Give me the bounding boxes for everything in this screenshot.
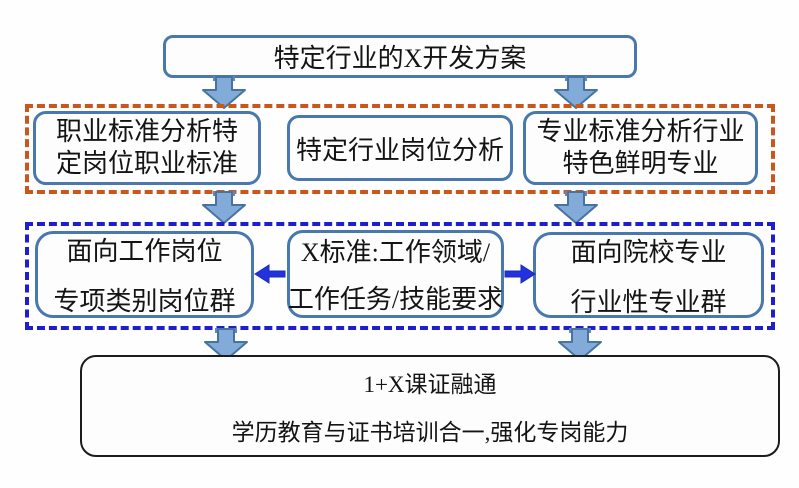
down-arrow-bottom-right	[558, 328, 602, 361]
node-college-major-group: 面向院校专业 行业性专业群	[533, 232, 764, 318]
down-arrow-bottom-left	[204, 328, 248, 361]
node-label-line: 职业标准分析特	[55, 117, 238, 147]
node-label-line: 专项类别岗位群	[53, 287, 236, 316]
down-arrow-mid-left	[202, 191, 246, 224]
analysis-group-frame	[25, 104, 775, 194]
node-label-line: 定岗位职业标准	[55, 149, 238, 178]
node-label-line: 行业性专业群	[570, 287, 727, 317]
down-arrow-top-left	[202, 76, 246, 109]
node-industry-post-analysis: 特定行业岗位分析	[287, 115, 513, 181]
node-course-certificate-integration: 1+X课证融通 学历教育与证书培训合一,强化专岗能力	[80, 355, 780, 457]
left-arrow-to-work-post	[254, 264, 286, 284]
node-label-line: X标准:工作领域/	[300, 238, 491, 267]
node-x-standard: X标准:工作领域/ 工作任务/技能要求	[287, 230, 504, 318]
node-label-line: 学历教育与证书培训合一,强化专岗能力	[231, 420, 629, 445]
node-label-line: 特色鲜明专业	[562, 149, 719, 178]
node-label-line: 1+X课证融通	[363, 372, 497, 397]
node-major-standard-analysis: 专业标准分析行业 特色鲜明专业	[523, 111, 758, 185]
node-work-post-group: 面向工作岗位 专项类别岗位群	[35, 231, 254, 318]
node-label-line: 工作任务/技能要求	[287, 285, 504, 314]
right-arrow-to-college-major	[504, 264, 536, 284]
down-arrow-top-right	[554, 76, 598, 109]
node-x-development-plan: 特定行业的X开发方案	[163, 35, 637, 78]
node-label: 特定行业的X开发方案	[273, 44, 527, 73]
down-arrow-mid-right	[554, 191, 598, 224]
standard-group-frame	[25, 222, 775, 330]
node-label-line: 专业标准分析行业	[536, 117, 745, 147]
node-occupation-standard-analysis: 职业标准分析特 定岗位职业标准	[33, 111, 261, 185]
node-label-line: 特定行业岗位分析	[295, 135, 504, 165]
node-label-line: 面向院校专业	[570, 237, 727, 267]
node-label-line: 面向工作岗位	[66, 237, 223, 266]
